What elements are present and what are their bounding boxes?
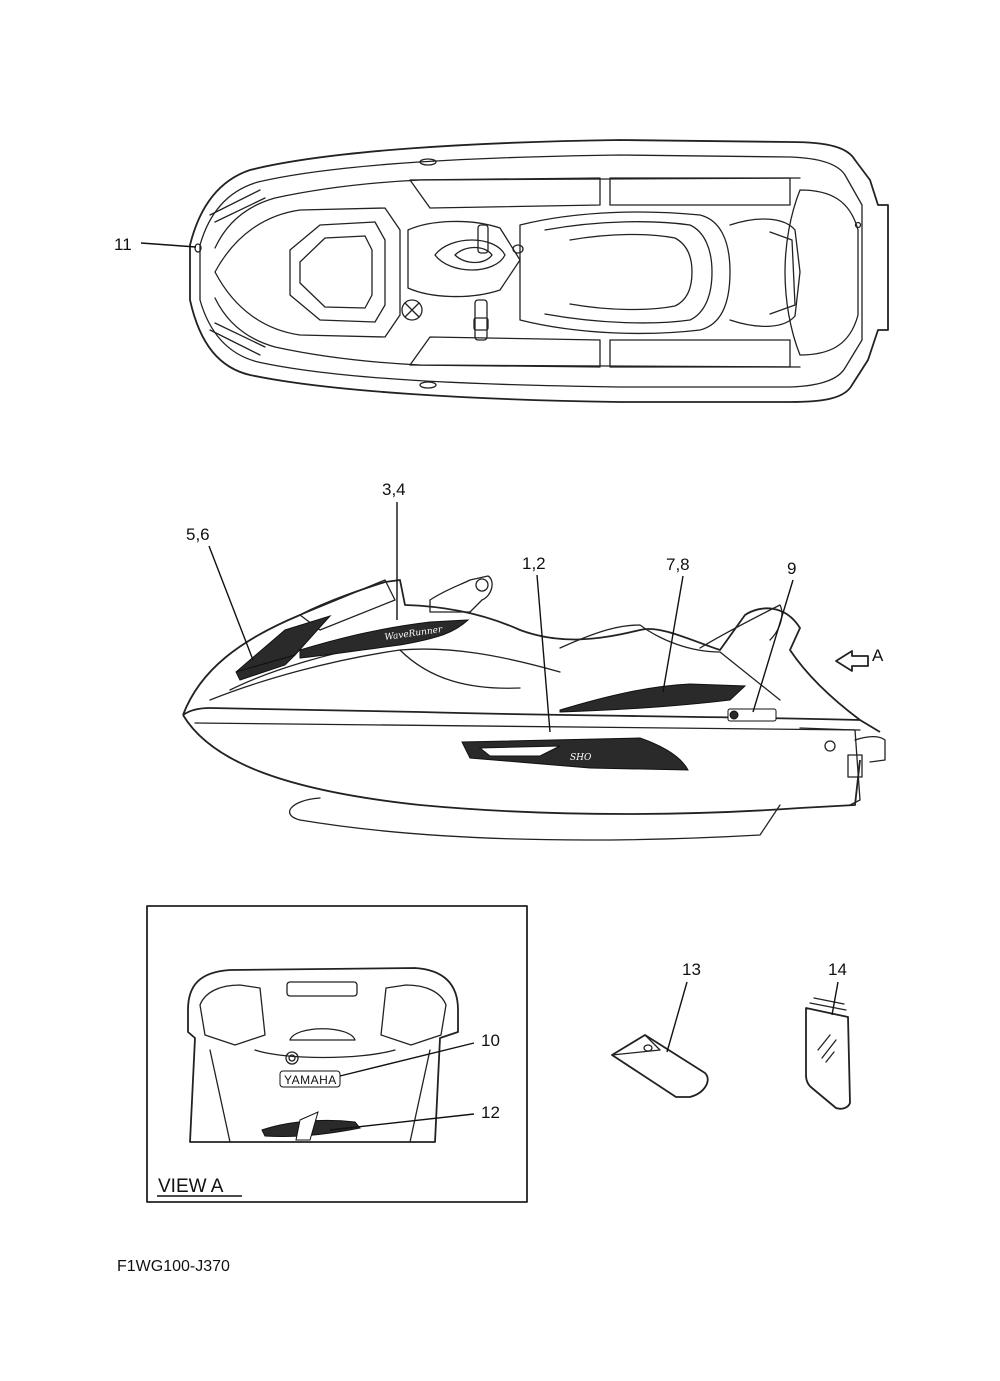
part-14-card — [805, 997, 851, 1110]
callout-a: A — [872, 646, 884, 665]
side-view-craft: WaveRunner SHO — [182, 575, 886, 841]
part-13-pouch — [611, 1034, 709, 1098]
callout-11: 11 — [114, 235, 132, 254]
leader-lines — [140, 242, 839, 1131]
callout-10: 10 — [481, 1031, 500, 1050]
callout-1-2: 1,2 — [522, 554, 546, 573]
callout-7-8: 7,8 — [666, 555, 690, 574]
callout-9: 9 — [787, 559, 796, 578]
view-a-panel: YAMAHA VIEW A — [146, 905, 528, 1203]
callout-5-6: 5,6 — [186, 525, 210, 544]
drawing-code: F1WG100-J370 — [117, 1258, 230, 1275]
yamaha-plate-text: YAMAHA — [284, 1073, 337, 1087]
sho-decal-text: SHO — [570, 753, 592, 763]
top-view-craft — [189, 139, 889, 403]
view-a-arrow — [835, 650, 869, 672]
callout-14: 14 — [828, 960, 847, 979]
view-a-title: VIEW A — [158, 1176, 224, 1197]
callout-12: 12 — [481, 1103, 500, 1122]
callout-13: 13 — [682, 960, 701, 979]
callout-3-4: 3,4 — [382, 480, 406, 499]
